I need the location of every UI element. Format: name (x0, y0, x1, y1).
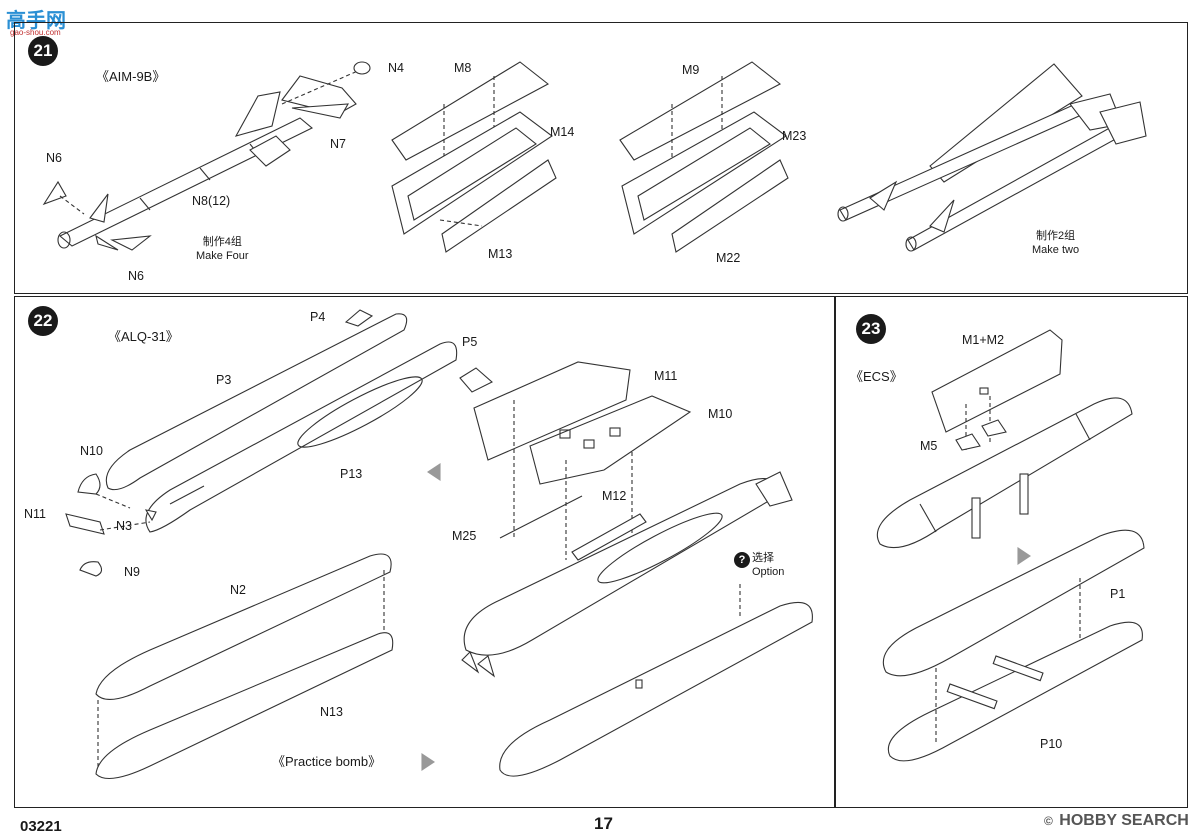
step-23-panel (834, 296, 1188, 808)
part-label-n9: N9 (124, 565, 140, 579)
part-label-m25: M25 (452, 529, 477, 543)
part-label-n10: N10 (80, 444, 103, 458)
step-23-number: 23 (861, 319, 881, 338)
part-label-n8: N8(12) (192, 194, 231, 208)
option-cn: 选择 (752, 552, 774, 564)
part-label-p10: P10 (1040, 737, 1063, 751)
part-label-n11: N11 (24, 507, 47, 521)
make-four-note: 制作4组 Make Four (196, 236, 249, 264)
option-en: Option (752, 565, 785, 578)
part-label-n2: N2 (230, 583, 246, 597)
part-label-m13: M13 (488, 247, 513, 261)
make-four-en: Make Four (196, 249, 249, 262)
page-number: 17 (594, 814, 613, 833)
part-label-m10: M10 (708, 407, 733, 421)
part-label-p4: P4 (310, 310, 326, 324)
brand-name: HOBBY SEARCH (1059, 812, 1189, 829)
copyright-mark: © (1044, 814, 1053, 828)
part-label-p1: P1 (1110, 587, 1126, 601)
step-22-title: 《ALQ-31》 (108, 329, 179, 344)
part-label-n4: N4 (388, 61, 404, 75)
step-21-badge: 21 (28, 36, 58, 66)
step-21-panel (14, 22, 1188, 294)
step-21-number: 21 (33, 41, 53, 60)
site-logo-sub: gao-shou.com (10, 28, 61, 37)
part-label-n6-lower: N6 (128, 269, 144, 283)
step-23-title: 《ECS》 (850, 369, 903, 384)
make-four-cn: 制作4组 (202, 236, 242, 248)
product-code: 03221 (20, 818, 62, 835)
step-22-number: 22 (33, 311, 53, 330)
part-label-n7: N7 (330, 137, 346, 151)
part-label-m5: M5 (920, 439, 938, 453)
make-two-en: Make two (1032, 243, 1080, 256)
part-label-p5: P5 (462, 335, 478, 349)
part-label-m12: M12 (602, 489, 627, 503)
part-label-n3: N3 (116, 519, 132, 533)
site-logo: 高手网 (6, 4, 66, 33)
step-21-title: 《AIM-9B》 (96, 69, 166, 84)
part-label-n13: N13 (320, 705, 343, 719)
logo-text: 高手网 (6, 10, 66, 32)
make-two-cn: 制作2组 (1035, 230, 1076, 242)
part-label-m23: M23 (782, 129, 807, 143)
part-label-m8: M8 (454, 61, 472, 75)
part-label-p13: P13 (340, 467, 363, 481)
part-label-m14: M14 (550, 125, 575, 139)
part-label-m11: M11 (654, 369, 678, 383)
make-two-note: 制作2组 Make two (1032, 230, 1079, 258)
practice-bomb-title: 《Practice bomb》 (272, 754, 382, 769)
logo-subtext: gao-shou.com (10, 28, 61, 37)
step-23-badge: 23 (856, 314, 886, 344)
part-label-p3: P3 (216, 373, 232, 387)
step-22-badge: 22 (28, 306, 58, 336)
part-label-n6-upper: N6 (46, 151, 62, 165)
option-note: 选择 Option (752, 552, 784, 580)
option-badge: ? (734, 552, 750, 568)
step-22-panel (14, 296, 836, 808)
part-label-m22: M22 (716, 251, 741, 265)
part-label-m1-m2: M1+M2 (962, 333, 1005, 347)
hobby-search-watermark: © HOBBY SEARCH (1044, 812, 1189, 830)
part-label-m9: M9 (682, 63, 700, 77)
